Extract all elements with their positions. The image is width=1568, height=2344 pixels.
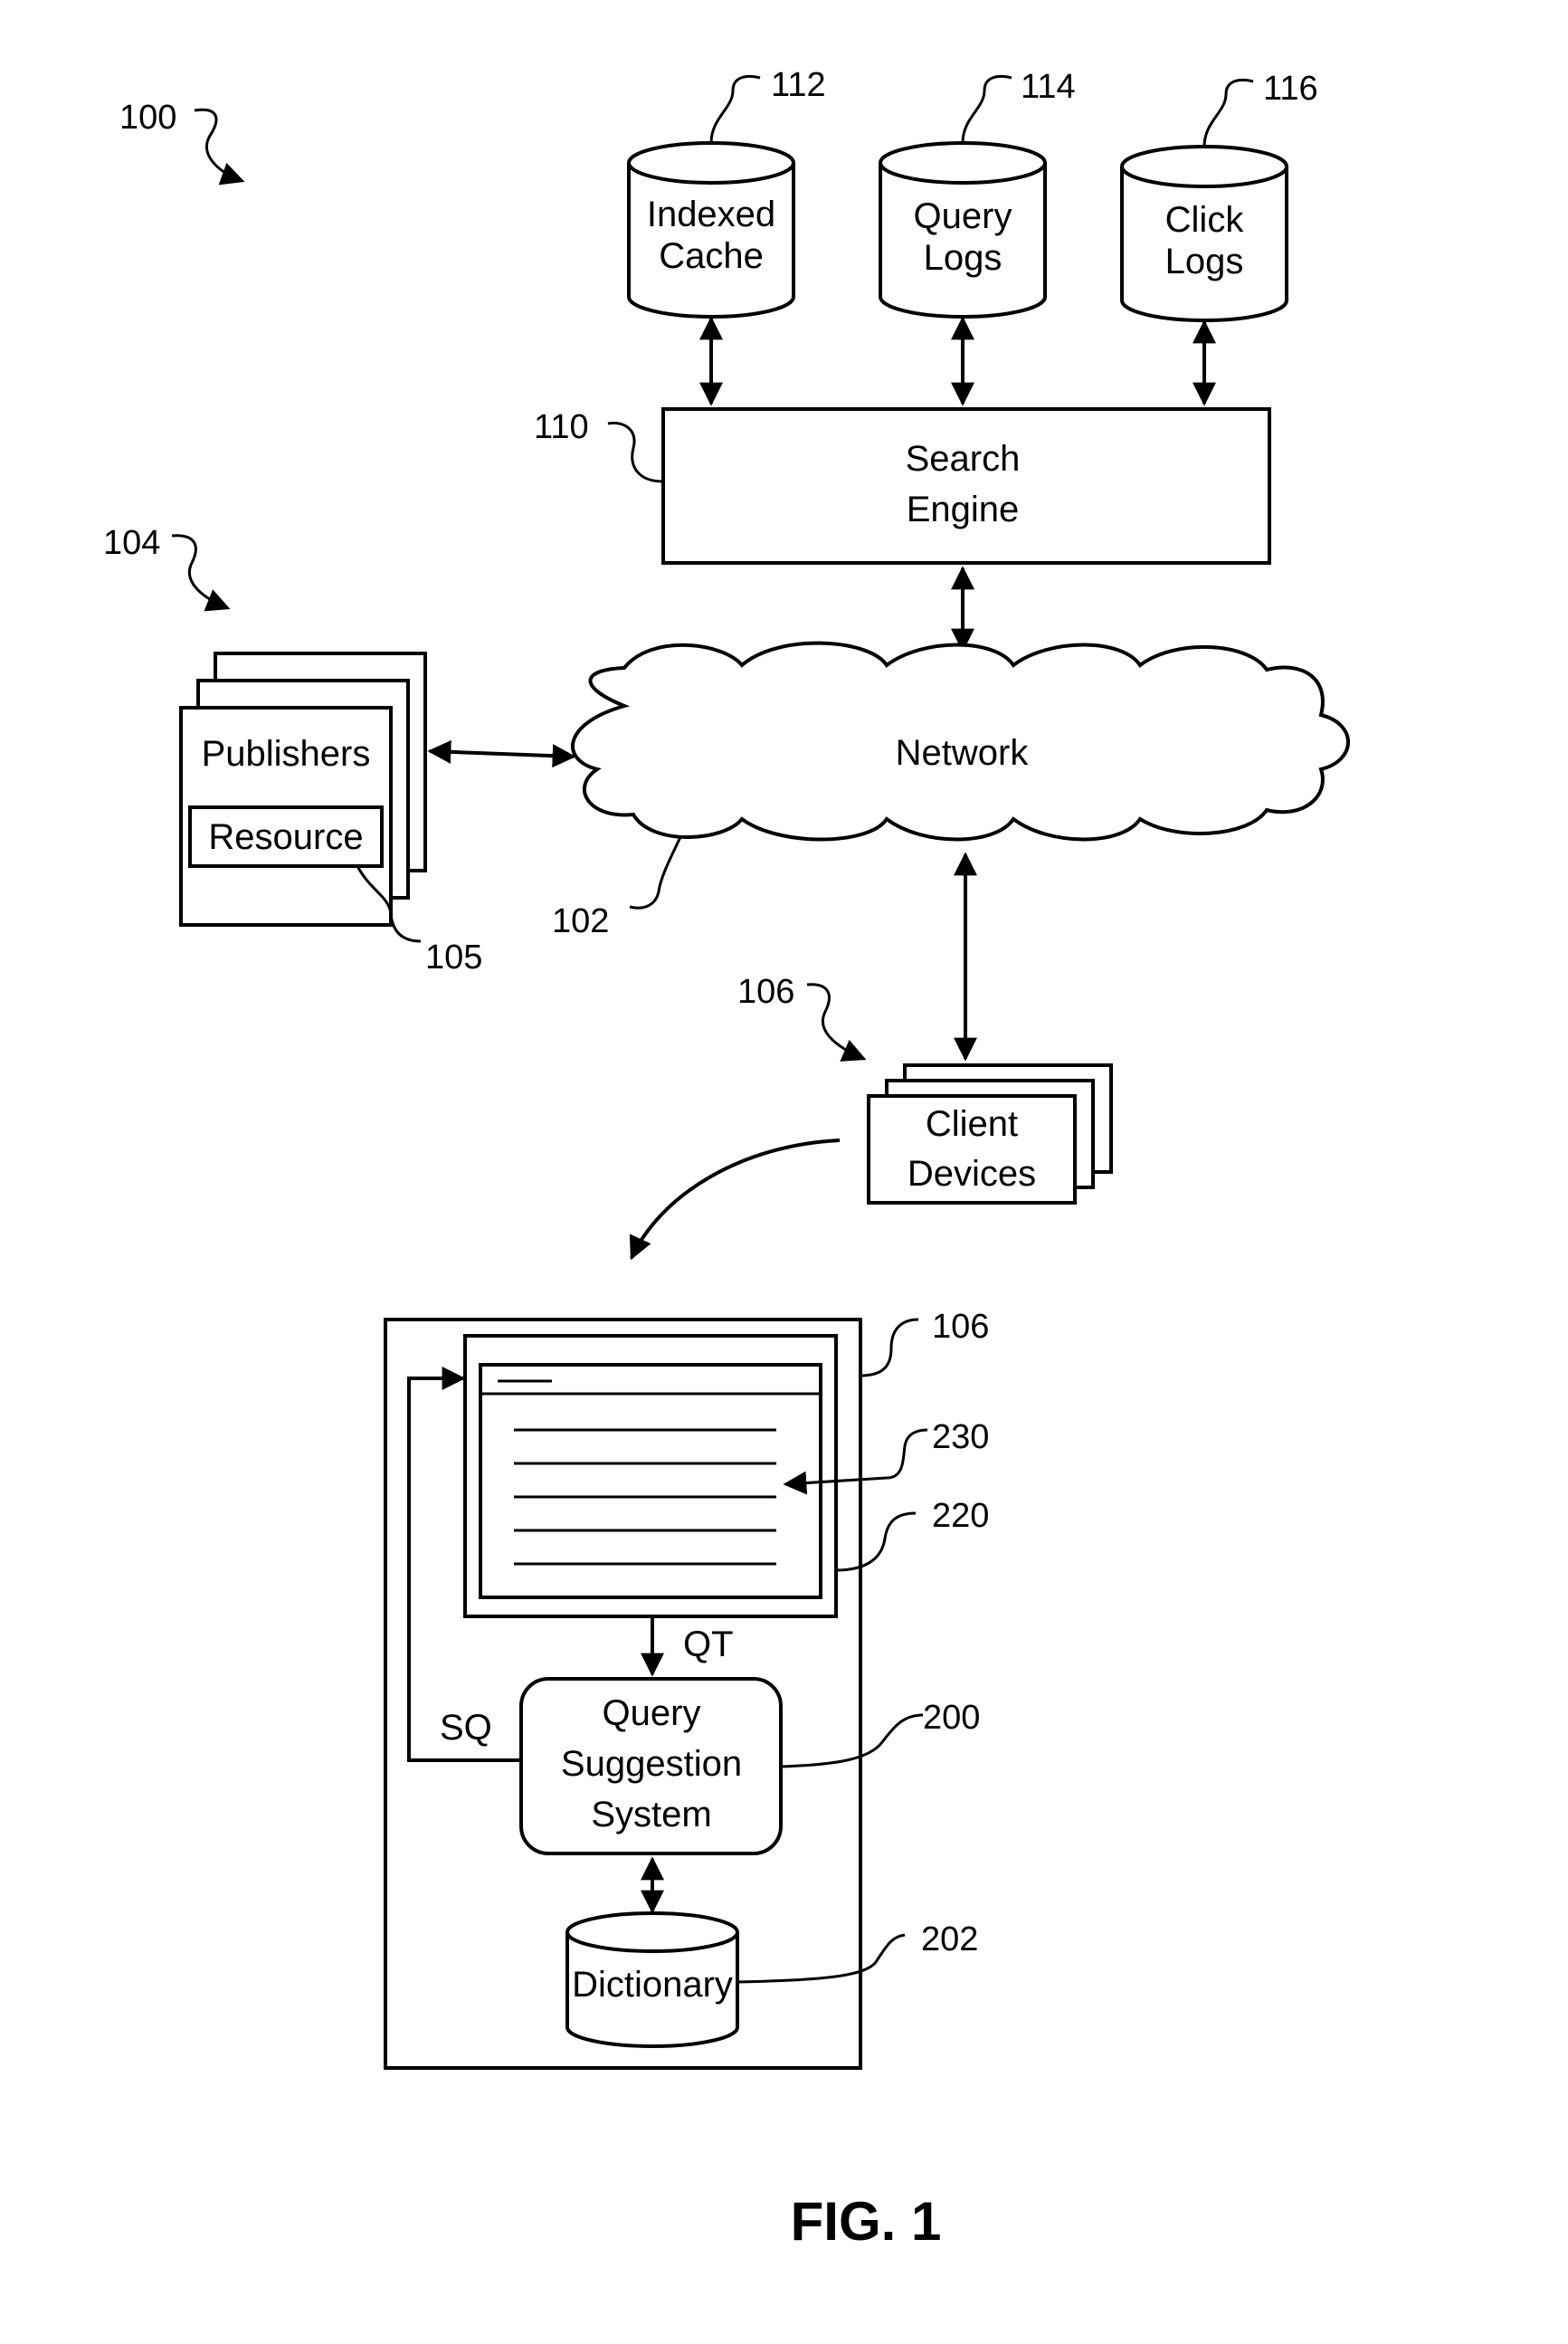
sq-label: SQ: [440, 1708, 492, 1748]
client-detail-ref: 106: [932, 1308, 989, 1346]
click-logs-line2: Logs: [1165, 242, 1244, 281]
query-suggestion-line3: System: [591, 1795, 711, 1834]
results-leader: [887, 1430, 927, 1478]
publishers-ref: 104: [103, 524, 160, 562]
figure-caption: FIG. 1: [791, 2191, 942, 2252]
network-ref: 102: [552, 902, 609, 940]
search-engine-ref: 110: [534, 408, 589, 446]
publishers-ref-arrow: [172, 536, 228, 608]
dictionary-label: Dictionary: [572, 1965, 733, 2005]
display-ref: 220: [932, 1497, 989, 1535]
indexed-cache-leader: [711, 76, 760, 143]
publishers-stack: 104 Publishers Resource 105: [103, 524, 482, 977]
click-logs-db: Click Logs 116: [1122, 70, 1318, 320]
client-devices-stack: 106 Client Devices: [737, 973, 1111, 1203]
results-ref: 230: [932, 1418, 989, 1456]
qt-label: QT: [683, 1625, 734, 1664]
client-detail-leader: [860, 1320, 918, 1376]
client-detail-box: 106 230 220 QT SQ Query Suggestion Syste…: [385, 1308, 989, 2068]
system-ref-arrow: [195, 110, 242, 181]
query-logs-db: Query Logs 114: [880, 68, 1076, 317]
publishers-network-link: [430, 751, 574, 757]
resource-label: Resource: [208, 817, 363, 857]
system-ref-group: 100: [119, 99, 242, 181]
display-inner: [480, 1365, 821, 1597]
client-devices-ref-arrow: [807, 985, 864, 1059]
client-devices-line2: Devices: [908, 1154, 1036, 1194]
search-engine-box: Search Engine 110: [534, 408, 1269, 563]
indexed-cache-db: Indexed Cache 112: [629, 66, 826, 317]
network-label: Network: [896, 733, 1030, 773]
indexed-cache-line1: Indexed: [647, 195, 775, 234]
system-ref: 100: [119, 99, 176, 137]
publishers-label: Publishers: [202, 734, 371, 774]
client-detail-arrow: [632, 1140, 840, 1258]
query-logs-ref: 114: [1021, 68, 1076, 106]
dictionary-ref: 202: [921, 1920, 978, 1958]
indexed-cache-line2: Cache: [659, 236, 764, 276]
search-engine-leader: [608, 423, 663, 481]
client-devices-line1: Client: [926, 1104, 1018, 1144]
query-logs-line2: Logs: [924, 238, 1003, 278]
client-devices-ref: 106: [737, 973, 794, 1011]
query-suggestion-ref: 200: [923, 1699, 980, 1737]
network-leader: [630, 837, 680, 908]
click-logs-ref: 116: [1263, 70, 1318, 108]
query-logs-leader: [963, 76, 1012, 143]
resource-ref: 105: [425, 939, 482, 977]
query-logs-line1: Query: [914, 196, 1012, 236]
click-logs-line1: Click: [1165, 200, 1245, 240]
indexed-cache-ref: 112: [771, 66, 826, 104]
click-logs-leader: [1204, 80, 1253, 147]
search-engine-line2: Engine: [907, 490, 1020, 529]
network-cloud: Network 102: [552, 643, 1348, 940]
search-engine-line1: Search: [906, 439, 1021, 479]
query-suggestion-line1: Query: [603, 1693, 701, 1733]
query-suggestion-line2: Suggestion: [561, 1744, 742, 1784]
